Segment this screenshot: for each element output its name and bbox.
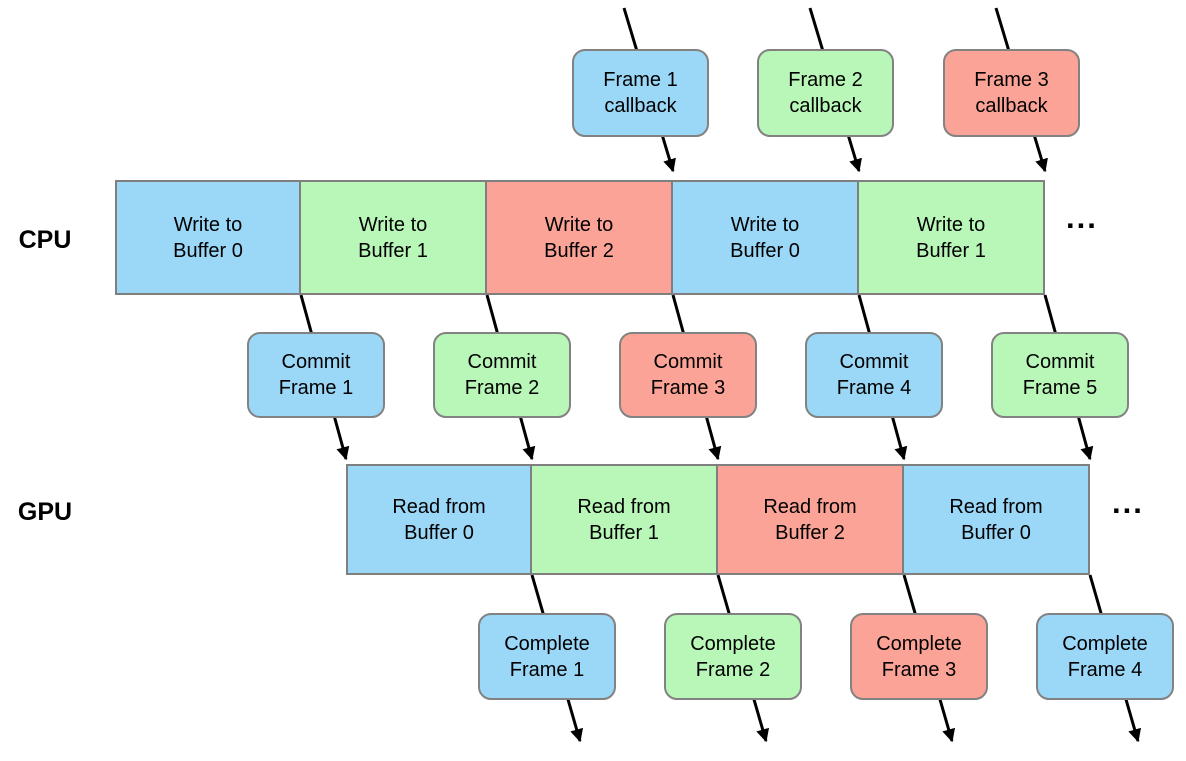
segment-label-line: Buffer 1 <box>589 521 659 544</box>
segment-label-line: Read from <box>949 495 1043 518</box>
box-label-line: Commit <box>1025 351 1095 373</box>
box-label-line: Frame 2 <box>788 69 863 91</box>
box-label-line: Commit <box>467 351 537 373</box>
frame-callback-box-3: Frame 3 callback <box>943 49 1080 137</box>
box-label-line: Frame 4 <box>836 377 912 399</box>
cpu-segment-4: Write to Buffer 0 <box>673 180 859 295</box>
box-label-line: Complete <box>876 632 962 655</box>
box-label-line: Frame 3 <box>650 377 726 399</box>
segment-label-line: Write to <box>916 213 986 236</box>
box-label-line: Commit <box>839 351 909 373</box>
box-label-line: callback <box>604 95 677 117</box>
cpu-segment-3: Write to Buffer 2 <box>487 180 673 295</box>
box-label-line: Frame 2 <box>695 658 771 681</box>
frame-callback-box-2: Frame 2 callback <box>757 49 894 137</box>
box-label-line: Complete <box>690 632 776 655</box>
box-label-line: Frame 3 <box>974 69 1049 91</box>
gpu-row-label: GPU <box>17 498 73 526</box>
segment-label-line: Buffer 0 <box>173 239 243 262</box>
box-label-line: Frame 5 <box>1022 377 1098 399</box>
segment-label-line: Buffer 0 <box>404 521 474 544</box>
cpu-row-label: CPU <box>18 226 72 254</box>
box-label-line: Frame 3 <box>881 658 957 681</box>
box-label-line: Frame 1 <box>278 377 354 399</box>
cpu-segment-5: Write to Buffer 1 <box>859 180 1045 295</box>
cpu-segment-1: Write to Buffer 0 <box>115 180 301 295</box>
segment-label-line: Write to <box>544 213 614 236</box>
box-label-line: Frame 4 <box>1067 658 1143 681</box>
segment-label-line: Buffer 2 <box>544 239 614 262</box>
gpu-ellipsis: ... <box>1112 485 1144 520</box>
segment-label-line: Write to <box>173 213 243 236</box>
cpu-segment-2: Write to Buffer 1 <box>301 180 487 295</box>
frame-callback-box-1: Frame 1 callback <box>572 49 709 137</box>
box-label-line: Commit <box>281 351 351 373</box>
box-label-line: Complete <box>504 632 590 655</box>
segment-label-line: Read from <box>577 495 671 518</box>
segment-label-line: Write to <box>730 213 800 236</box>
segment-label-line: Read from <box>392 495 486 518</box>
box-label-line: Frame 1 <box>509 658 585 681</box>
box-label-line: Frame 1 <box>603 69 678 91</box>
box-label-line: Complete <box>1062 632 1148 655</box>
segment-label-line: Buffer 1 <box>358 239 428 262</box>
segment-label-line: Buffer 1 <box>916 239 986 262</box>
box-label-line: callback <box>789 95 862 117</box>
segment-label-line: Read from <box>763 495 857 518</box>
box-label-line: callback <box>975 95 1048 117</box>
box-label-line: Frame 2 <box>464 377 540 399</box>
cpu-ellipsis: ... <box>1066 200 1098 235</box>
segment-label-line: Buffer 0 <box>730 239 800 262</box>
segment-label-line: Buffer 0 <box>961 521 1031 544</box>
box-label-line: Commit <box>653 351 723 373</box>
segment-label-line: Write to <box>358 213 428 236</box>
segment-label-line: Buffer 2 <box>775 521 845 544</box>
